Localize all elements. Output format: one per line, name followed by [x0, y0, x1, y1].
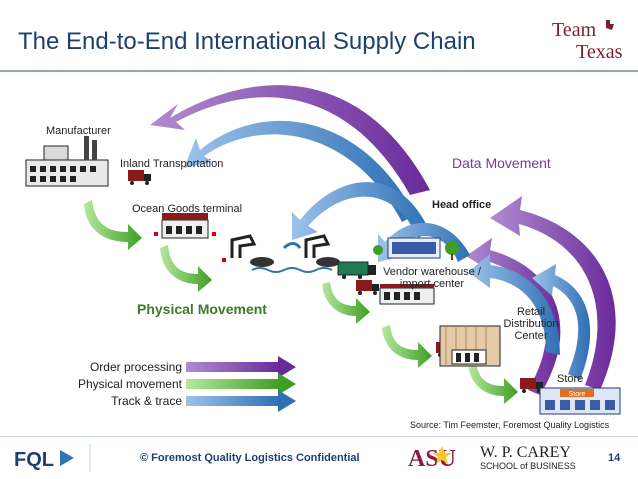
label-vendor-warehouse-line1: Vendor warehouse /	[383, 266, 481, 278]
page-title: The End-to-End International Supply Chai…	[18, 28, 476, 55]
legend-label-track-trace: Track & trace	[111, 394, 182, 408]
label-head-office: Head office	[432, 199, 492, 211]
label-manufacturer: Manufacturer	[46, 125, 111, 137]
team-texas-logo-line2: Texas	[576, 41, 623, 63]
store-sign-text: Store	[569, 391, 586, 398]
label-inland-transportation: Inland Transportation	[120, 158, 224, 170]
track-trace-arc-4	[468, 254, 560, 355]
texas-state-icon	[606, 20, 614, 30]
wpcarey-line2: SCHOOL of BUSINESS	[480, 461, 576, 471]
fql-logo: FQL	[14, 444, 91, 472]
title-divider	[0, 70, 638, 72]
label-retail-dc-line1: Retail	[516, 306, 546, 318]
physical-move-arrow-2	[160, 245, 212, 292]
label-store: Store	[557, 373, 584, 385]
data-movement-label: Data Movement	[452, 155, 551, 171]
order-processing-arc-top	[150, 85, 430, 195]
label-retail-dc-line3: Center	[514, 330, 548, 342]
source-citation: Source: Tim Feemster, Foremost Quality L…	[410, 420, 610, 430]
fql-logo-text: FQL	[14, 449, 54, 471]
asu-logo-text: ASU	[408, 446, 456, 472]
physical-move-arrow-5	[468, 362, 518, 404]
footer-divider	[0, 436, 638, 437]
physical-move-arrow-4	[382, 325, 432, 368]
ocean-terminal-icon	[154, 213, 226, 262]
order-processing-arc-right	[490, 196, 616, 390]
track-trace-arc-5	[532, 264, 591, 380]
legend-arrow-physical-movement	[186, 373, 296, 395]
physical-movement-label: Physical Movement	[137, 301, 267, 317]
store-icon: Store	[539, 387, 621, 415]
truck-icon-warehouse	[356, 280, 379, 295]
head-office-icon	[373, 237, 459, 260]
physical-move-arrow-3	[322, 282, 370, 324]
factory-icon	[25, 136, 109, 187]
label-retail-dc: Retail Distribution Center	[496, 306, 566, 342]
physical-move-arrow-1	[84, 200, 142, 250]
container-truck-icon	[337, 261, 376, 279]
wpcarey-line1: W. P. CAREY	[480, 444, 571, 461]
team-texas-logo: Team Texas	[552, 19, 623, 63]
asu-star-icon	[432, 446, 452, 464]
label-vendor-warehouse-line2: import center	[399, 278, 465, 290]
track-trace-arc-1	[184, 120, 415, 222]
track-trace-arc-3	[378, 222, 470, 262]
confidential-notice: © Foremost Quality Logistics Confidentia…	[140, 452, 360, 464]
truck-icon-inland	[128, 170, 151, 185]
legend-label-order-processing: Order processing	[89, 360, 182, 374]
team-texas-logo-line1: Team	[552, 19, 597, 41]
port-cranes-icon	[230, 234, 340, 273]
track-trace-arc-2	[292, 182, 430, 240]
legend-arrow-track-trace	[186, 390, 296, 412]
asu-wpcarey-logo: ASU W. P. CAREY SCHOOL of BUSINESS	[408, 444, 576, 472]
vendor-warehouse-icon	[379, 284, 435, 305]
label-retail-dc-line2: Distribution	[503, 318, 559, 330]
legend-label-physical-movement: Physical movement	[77, 377, 182, 391]
label-vendor-warehouse: Vendor warehouse / import center	[372, 266, 492, 290]
legend-arrow-order-processing	[186, 356, 296, 378]
page-number: 14	[608, 452, 621, 464]
label-ocean-terminal: Ocean Goods terminal	[132, 203, 243, 215]
retail-dc-icon	[439, 325, 501, 367]
